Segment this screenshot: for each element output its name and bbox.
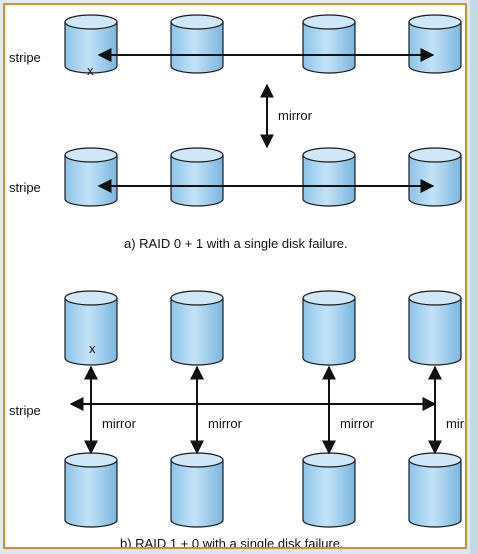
disk-top (170, 290, 224, 306)
disk-b-bottom-1 (64, 452, 118, 528)
disk-a-bottom-4 (408, 147, 462, 207)
failed-disk-mark-a: x (87, 63, 94, 78)
stripe-label-top: stripe (9, 50, 41, 65)
disk-b-bottom-4 (408, 452, 462, 528)
disk-top (408, 290, 462, 306)
disk-top (302, 14, 356, 30)
page-margin-strip (470, 0, 478, 554)
disk-body (302, 459, 356, 528)
disk-b-top-1 (64, 290, 118, 366)
disk-top (170, 452, 224, 468)
disk-body (408, 154, 462, 207)
mirror-label-b2: mirror (208, 416, 243, 431)
disk-top (64, 147, 118, 163)
disk-top (170, 14, 224, 30)
disk-body (302, 297, 356, 366)
caption-b: b) RAID 1 + 0 with a single disk failure… (120, 536, 344, 549)
disk-body (408, 297, 462, 366)
disk-b-bottom-2 (170, 452, 224, 528)
disk-body (64, 154, 118, 207)
disk-a-top-4 (408, 14, 462, 74)
stripe-label-b: stripe (9, 403, 41, 418)
disk-body (170, 297, 224, 366)
disk-b-top-4 (408, 290, 462, 366)
disk-body (302, 21, 356, 74)
stripe-label-bottom: stripe (9, 180, 41, 195)
disk-group (64, 14, 462, 528)
disk-top (302, 290, 356, 306)
disk-a-bottom-2 (170, 147, 224, 207)
disk-a-top-3 (302, 14, 356, 74)
disk-body (64, 459, 118, 528)
disk-top (302, 147, 356, 163)
disk-body (170, 459, 224, 528)
disk-b-bottom-3 (302, 452, 356, 528)
disk-top (408, 452, 462, 468)
disk-body (302, 154, 356, 207)
mirror-label-b1: mirror (102, 416, 137, 431)
disk-top (170, 147, 224, 163)
disk-top (408, 14, 462, 30)
caption-a: a) RAID 0 + 1 with a single disk failure… (124, 236, 348, 251)
disk-a-bottom-3 (302, 147, 356, 207)
raid-diagram: stripe x mirror stripe a) RAID 0 + 1 wit… (9, 14, 467, 549)
mirror-label-a: mirror (278, 108, 313, 123)
disk-top (64, 452, 118, 468)
disk-top (64, 290, 118, 306)
disk-top (64, 14, 118, 30)
disk-top (302, 452, 356, 468)
disk-body (170, 154, 224, 207)
disk-a-bottom-1 (64, 147, 118, 207)
disk-body (170, 21, 224, 74)
figure-panel: stripe x mirror stripe a) RAID 0 + 1 wit… (3, 3, 467, 549)
disk-body (408, 459, 462, 528)
mirror-label-b3: mirror (340, 416, 375, 431)
disk-b-top-2 (170, 290, 224, 366)
mirror-label-b4: mirror (446, 416, 467, 431)
disk-a-top-2 (170, 14, 224, 74)
disk-body (408, 21, 462, 74)
disk-top (408, 147, 462, 163)
failed-disk-mark-b: x (89, 341, 96, 356)
disk-b-top-3 (302, 290, 356, 366)
disk-body (64, 297, 118, 366)
